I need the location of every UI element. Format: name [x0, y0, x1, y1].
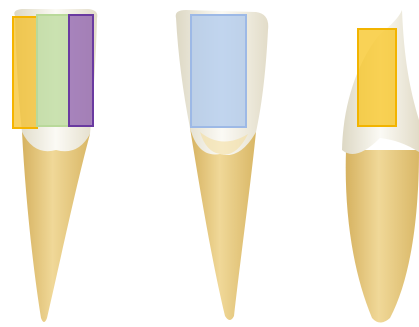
proximal-overlay-1: [358, 29, 396, 126]
facial-overlay-1: [13, 17, 37, 128]
tooth-facial-root: [22, 132, 90, 322]
tooth-lingual-overlays: [191, 15, 246, 127]
tooth-proximal-overlays: [358, 29, 396, 126]
facial-overlay-3: [69, 15, 93, 126]
tooth-lingual: [176, 10, 269, 320]
lingual-overlay-1: [191, 15, 246, 127]
tooth-lingual-root: [190, 128, 256, 320]
tooth-facial-overlays: [13, 15, 93, 128]
facial-overlay-2: [37, 15, 69, 126]
tooth-proximal: [342, 10, 419, 323]
tooth-facial: [13, 9, 97, 322]
tooth-proximal-root: [346, 150, 419, 323]
